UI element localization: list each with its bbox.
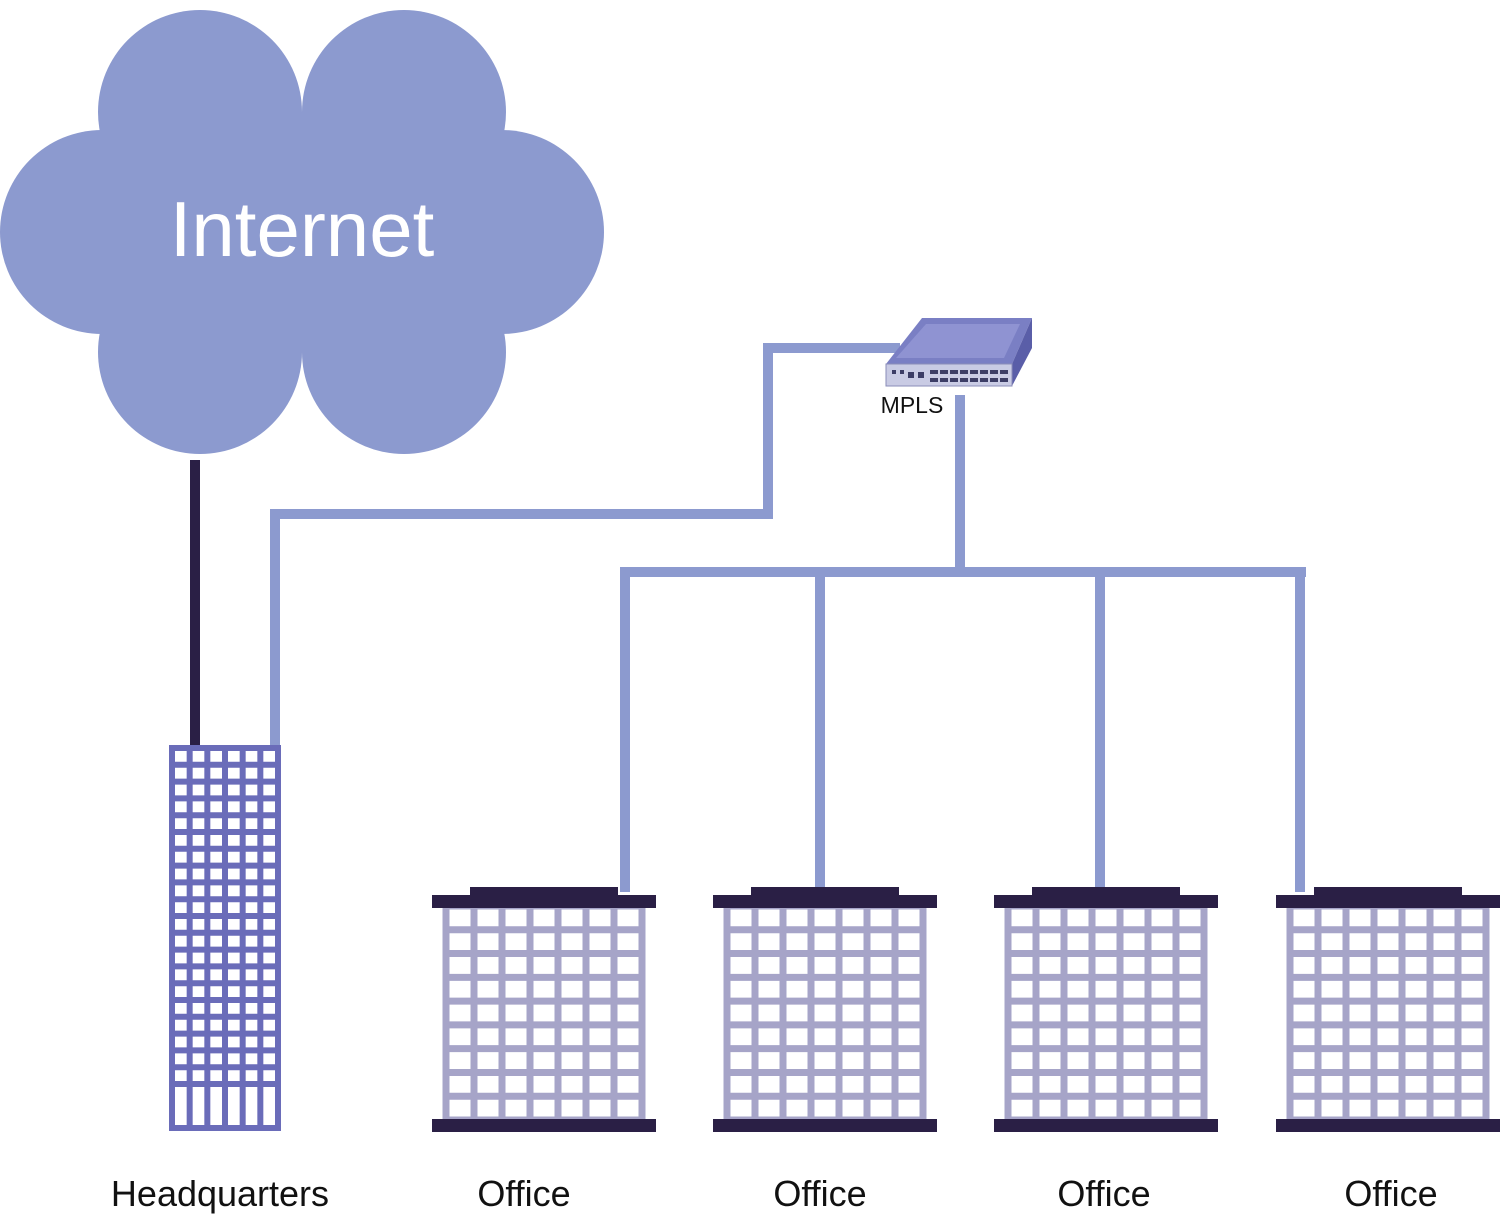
office-grid <box>442 902 646 1124</box>
router-ports <box>892 370 1008 382</box>
headquarters-label: Headquarters <box>111 1173 329 1214</box>
office-roof-slab <box>1276 895 1500 908</box>
mpls-label: MPLS <box>881 392 944 418</box>
office-building-4: Office <box>1276 887 1500 1214</box>
headquarters-building: Headquarters <box>111 745 329 1214</box>
office-label: Office <box>1344 1173 1437 1214</box>
office-label: Office <box>1057 1173 1150 1214</box>
router-top-highlight <box>896 324 1020 358</box>
hq-to-mpls-line <box>270 343 900 748</box>
office-buildings: Office Office Office Office <box>432 887 1500 1214</box>
office-building-3: Office <box>994 887 1218 1214</box>
office-grid <box>723 902 927 1124</box>
office-base-slab <box>1276 1119 1500 1132</box>
mpls-links <box>270 343 1306 892</box>
office-roof-slab <box>432 895 656 908</box>
office-base-slab <box>994 1119 1218 1132</box>
office-building-1: Office <box>432 887 656 1214</box>
office-label: Office <box>477 1173 570 1214</box>
mpls-router: MPLS <box>881 318 1032 418</box>
office-roof-cap <box>1032 887 1180 897</box>
router-front-face <box>885 363 1013 387</box>
office-roof-cap <box>470 887 618 897</box>
office-roof-cap <box>751 887 899 897</box>
office-roof-cap <box>1314 887 1462 897</box>
office-building-2: Office <box>713 887 937 1214</box>
office-base-slab <box>432 1119 656 1132</box>
office-label: Office <box>773 1173 866 1214</box>
office-roof-slab <box>994 895 1218 908</box>
office-grid <box>1286 902 1490 1124</box>
internet-cloud: Internet <box>0 10 604 454</box>
internet-label: Internet <box>170 185 435 273</box>
office-grid <box>1004 902 1208 1124</box>
router-side-face <box>1012 318 1032 386</box>
office-base-slab <box>713 1119 937 1132</box>
office-roof-slab <box>713 895 937 908</box>
